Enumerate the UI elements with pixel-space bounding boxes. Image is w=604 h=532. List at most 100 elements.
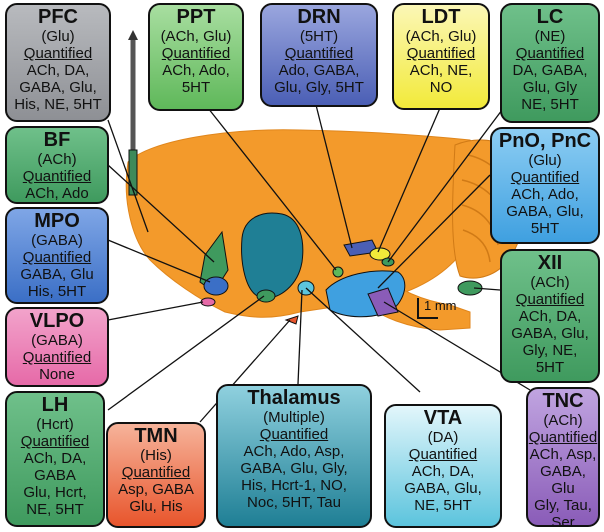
line-pno [377,174,491,289]
quantified-label: Quantified [161,45,231,62]
quantified-label: Quantified [259,426,329,443]
region-neurotransmitter: (DA) [427,429,459,446]
region-title: PnO, PnC [498,130,592,152]
quantified-line: GABA, Glu, [511,325,589,342]
region-neurotransmitter: (Glu) [41,28,75,45]
quantified-line: Glu, Hcrt, [23,484,87,501]
quantified-label: Quantified [23,45,93,62]
region-box-lc: LC (NE) Quantified DA, GABA, Glu, Gly NE… [500,3,600,123]
line-vta [305,287,421,393]
line-thalamus [297,289,303,385]
region-title: LH [41,394,69,416]
region-title: LC [536,6,564,28]
quantified-line: GABA, Glu, Gly, [240,460,348,477]
quantified-line: ACh, DA, [26,62,90,79]
line-mpo [107,239,211,283]
region-title: BF [43,129,71,151]
thalamus-region [241,212,304,299]
mpo-region [203,276,229,296]
line-tmn [199,319,291,423]
region-neurotransmitter: (ACh, Glu) [160,28,232,45]
quantified-line: ACh, Ado, [162,62,230,79]
line-bf [107,164,215,263]
quantified-label: Quantified [284,45,354,62]
region-box-tnc: TNC (ACh) Quantified ACh, Asp, GABA, Glu… [526,387,600,527]
quantified-line: ACh, Ado, [511,186,579,203]
lh-region [256,289,276,303]
region-neurotransmitter: (His) [140,447,172,464]
region-title: LDT [421,6,461,28]
quantified-line: NE, 5HT [26,501,84,518]
quantified-label: Quantified [121,464,191,481]
quantified-label: Quantified [510,169,580,186]
region-title: VTA [423,407,463,429]
region-neurotransmitter: (5HT) [299,28,339,45]
quantified-line: NO [429,79,453,96]
quantified-label: Quantified [406,45,476,62]
region-title: TNC [542,390,584,412]
line-pfc [107,119,149,233]
region-box-vta: VTA (DA) Quantified ACh, DA, GABA, Glu, … [384,404,502,528]
quantified-label: Quantified [22,168,92,185]
region-box-drn: DRN (5HT) Quantified Ado, GABA, Glu, Gly… [260,3,378,107]
region-title: PPT [176,6,216,28]
region-neurotransmitter: (ACh) [543,412,583,429]
scale-bar-icon [417,298,438,319]
region-title: XII [537,252,563,274]
region-neurotransmitter: (ACh) [37,151,77,168]
line-ppt [207,107,337,271]
region-neurotransmitter: (NE) [534,28,566,45]
quantified-label: Quantified [528,429,598,446]
quantified-line: NE, 5HT [521,96,579,113]
quantified-label: Quantified [22,349,92,366]
quantified-line: ACh, Ado, Asp, [243,443,345,460]
region-box-mpo: MPO (GABA) Quantified GABA, Glu His, 5HT [5,207,109,304]
quantified-line: 5HT [535,359,565,376]
region-neurotransmitter: (GABA) [31,332,83,349]
quantified-line: 5HT [181,79,211,96]
quantified-line: Gly, NE, [522,342,578,359]
region-box-bf: BF (ACh) Quantified ACh, Ado [5,126,109,204]
quantified-line: Noc, 5HT, Tau [247,494,341,511]
region-title: DRN [297,6,341,28]
tnc-region [367,287,399,317]
region-box-thalamus: Thalamus (Multiple) Quantified ACh, Ado,… [216,384,372,528]
region-box-vlpo: VLPO (GABA) Quantified None [5,307,109,387]
quantified-line: 5HT [530,220,560,237]
quantified-line: ACh, NE, [409,62,473,79]
line-vlpo [107,301,204,321]
quantified-line: ACh, DA, [23,450,87,467]
quantified-line: NE, 5HT [414,497,472,514]
line-xii [473,287,501,291]
quantified-line: Ado, GABA, [278,62,360,79]
quantified-line: GABA, Glu [540,463,586,497]
quantified-line: ACh, DA, [518,308,582,325]
line-lc [387,109,503,263]
tmn-region [284,315,299,325]
quantified-line: Asp, GABA [118,481,194,498]
probe-wire [128,30,138,40]
region-box-ppt: PPT (ACh, Glu) Quantified ACh, Ado, 5HT [148,3,244,111]
quantified-label: Quantified [20,433,90,450]
quantified-line: His, 5HT [27,283,87,300]
line-drn [315,104,353,249]
region-title: TMN [134,425,178,447]
quantified-label: Quantified [408,446,478,463]
region-box-ldt: LDT (ACh, Glu) Quantified ACh, NE, NO [392,3,490,110]
quantified-label: Quantified [22,249,92,266]
region-neurotransmitter: (Multiple) [263,409,325,426]
quantified-line: GABA, Glu, [404,480,482,497]
quantified-label: Quantified [515,291,585,308]
region-neurotransmitter: (Hcrt) [36,416,74,433]
quantified-line: GABA, Glu, [19,79,97,96]
line-ldt [377,107,441,253]
quantified-line: None [39,366,75,383]
quantified-line: Glu, His [129,498,183,515]
region-box-tmn: TMN (His) Quantified Asp, GABA Glu, His [106,422,206,528]
region-title: MPO [34,210,80,232]
quantified-line: GABA, Glu [20,266,94,283]
line-lh [107,295,265,411]
quantified-line: GABA [34,467,76,484]
